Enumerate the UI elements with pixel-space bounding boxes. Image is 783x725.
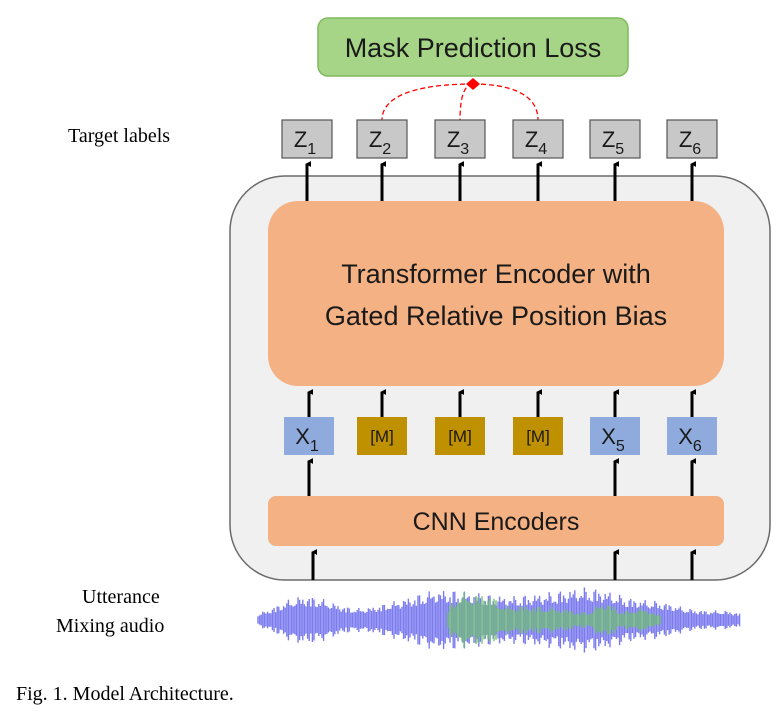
token-box (513, 417, 563, 455)
token-text: [M] (448, 427, 472, 446)
target-label-box (434, 119, 486, 159)
audio-label-line-2: Mixing audio (56, 615, 164, 637)
loss-connector-line (472, 83, 539, 121)
cnn-encoders-label: CNN Encoders (413, 508, 580, 536)
target-label-text: Z4 (525, 127, 547, 158)
token-text: X6 (678, 424, 702, 455)
target-label-z4: Z4 (512, 119, 564, 159)
transformer-line-1: Transformer Encoder with (341, 259, 651, 289)
figure-caption: Fig. 1. Model Architecture. (16, 683, 234, 705)
output-arrows (305, 161, 697, 201)
loss-box-label: Mask Prediction Loss (345, 33, 602, 63)
token-box (284, 417, 334, 455)
target-label-z3: Z3 (434, 119, 486, 159)
feature-token-x1: X1 (284, 417, 334, 455)
target-label-box (589, 119, 641, 159)
mask-token: [M] (357, 417, 407, 455)
token-text: X5 (601, 424, 625, 455)
mask-token: [M] (435, 417, 485, 455)
feature-token-x5: X5 (590, 417, 640, 455)
target-label-text: Z2 (369, 127, 391, 158)
target-label-box (512, 119, 564, 159)
token-box (357, 417, 407, 455)
token-text: X1 (295, 424, 319, 455)
loss-connectors (381, 78, 539, 121)
target-label-box (356, 119, 408, 159)
target-label-z5: Z5 (589, 119, 641, 159)
loss-connector-line (381, 83, 474, 121)
target-labels: Z1 Z2 Z3 Z4 Z5 Z6 (281, 119, 718, 159)
input-tokens: X1 [M] [M] [M] X5 X6 (284, 417, 717, 455)
target-label-box (281, 119, 333, 159)
transformer-line-2: Gated Relative Position Bias (325, 301, 667, 331)
target-label-text: Z5 (602, 127, 624, 158)
token-text: [M] (526, 427, 550, 446)
input-arrows (307, 389, 697, 496)
cnn-encoders-box (268, 496, 724, 546)
loss-junction-diamond (466, 78, 480, 90)
target-label-box (666, 119, 718, 159)
audio-label-line-1: Utterance (82, 586, 160, 608)
token-box (667, 417, 717, 455)
target-labels-caption: Target labels (68, 125, 170, 147)
feature-token-x6: X6 (667, 417, 717, 455)
loss-connector-line (459, 83, 474, 121)
target-label-z6: Z6 (666, 119, 718, 159)
audio-arrows (311, 549, 697, 580)
token-box (590, 417, 640, 455)
mixing-audio-waveform (257, 587, 741, 653)
token-text: [M] (370, 427, 394, 446)
target-label-z1: Z1 (281, 119, 333, 159)
mask-token: [M] (513, 417, 563, 455)
loss-box (317, 17, 629, 77)
target-label-text: Z6 (679, 127, 701, 158)
token-box (435, 417, 485, 455)
transformer-encoder-box (268, 201, 724, 386)
target-label-text: Z3 (447, 127, 469, 158)
target-label-text: Z1 (294, 127, 316, 158)
target-label-z2: Z2 (356, 119, 408, 159)
